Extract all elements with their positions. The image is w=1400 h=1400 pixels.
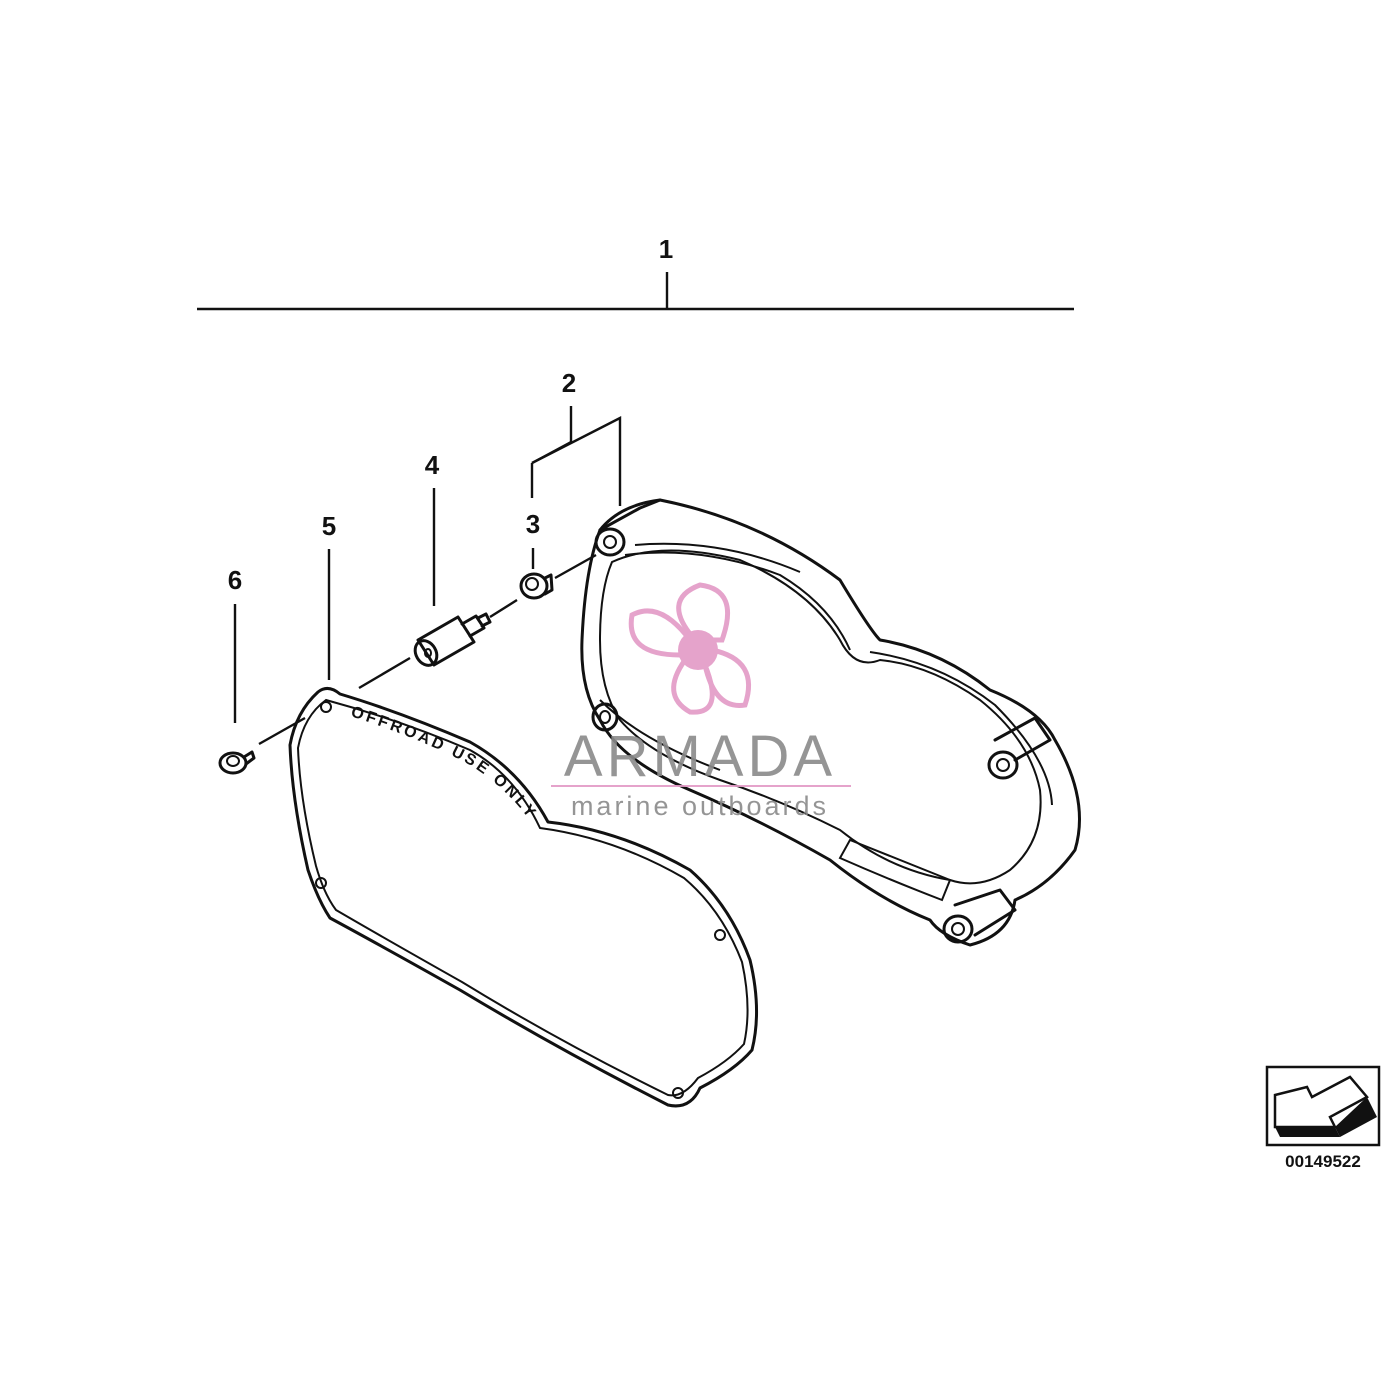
part-3-grommet — [519, 572, 554, 600]
callout-3-label: 3 — [526, 509, 540, 539]
axis-segment-4-3 — [489, 598, 518, 619]
watermark-brand: ARMADA — [564, 724, 836, 789]
propeller-icon — [628, 582, 751, 715]
callout-3: 3 — [526, 509, 540, 569]
document-number: 00149522 — [1285, 1152, 1361, 1171]
callout-6-label: 6 — [228, 565, 242, 595]
part-2-housing-frame — [580, 498, 1081, 947]
callout-1: 1 — [197, 234, 1074, 311]
watermark: ARMADA marine outboards — [551, 582, 851, 821]
callout-2: 2 — [530, 368, 622, 506]
part-4-spacer — [413, 612, 492, 667]
callout-2-label: 2 — [562, 368, 576, 398]
axis-segment-3-2 — [554, 553, 597, 580]
callout-1-label: 1 — [659, 234, 673, 264]
axis-segment-5-4 — [358, 656, 411, 690]
callout-6: 6 — [228, 565, 242, 723]
watermark-tagline: marine outboards — [571, 791, 829, 821]
callout-4: 4 — [425, 450, 440, 606]
cover-embossed-text: OFFROAD USE ONLY — [349, 704, 540, 823]
callout-2-leader-branch — [531, 440, 572, 465]
callout-4-label: 4 — [425, 450, 440, 480]
arrow-down-left-icon[interactable] — [1265, 1065, 1381, 1147]
callout-2-leader-right — [531, 416, 622, 506]
callout-5-label: 5 — [322, 511, 336, 541]
callout-5: 5 — [322, 511, 336, 680]
part-6-screw — [218, 750, 256, 775]
